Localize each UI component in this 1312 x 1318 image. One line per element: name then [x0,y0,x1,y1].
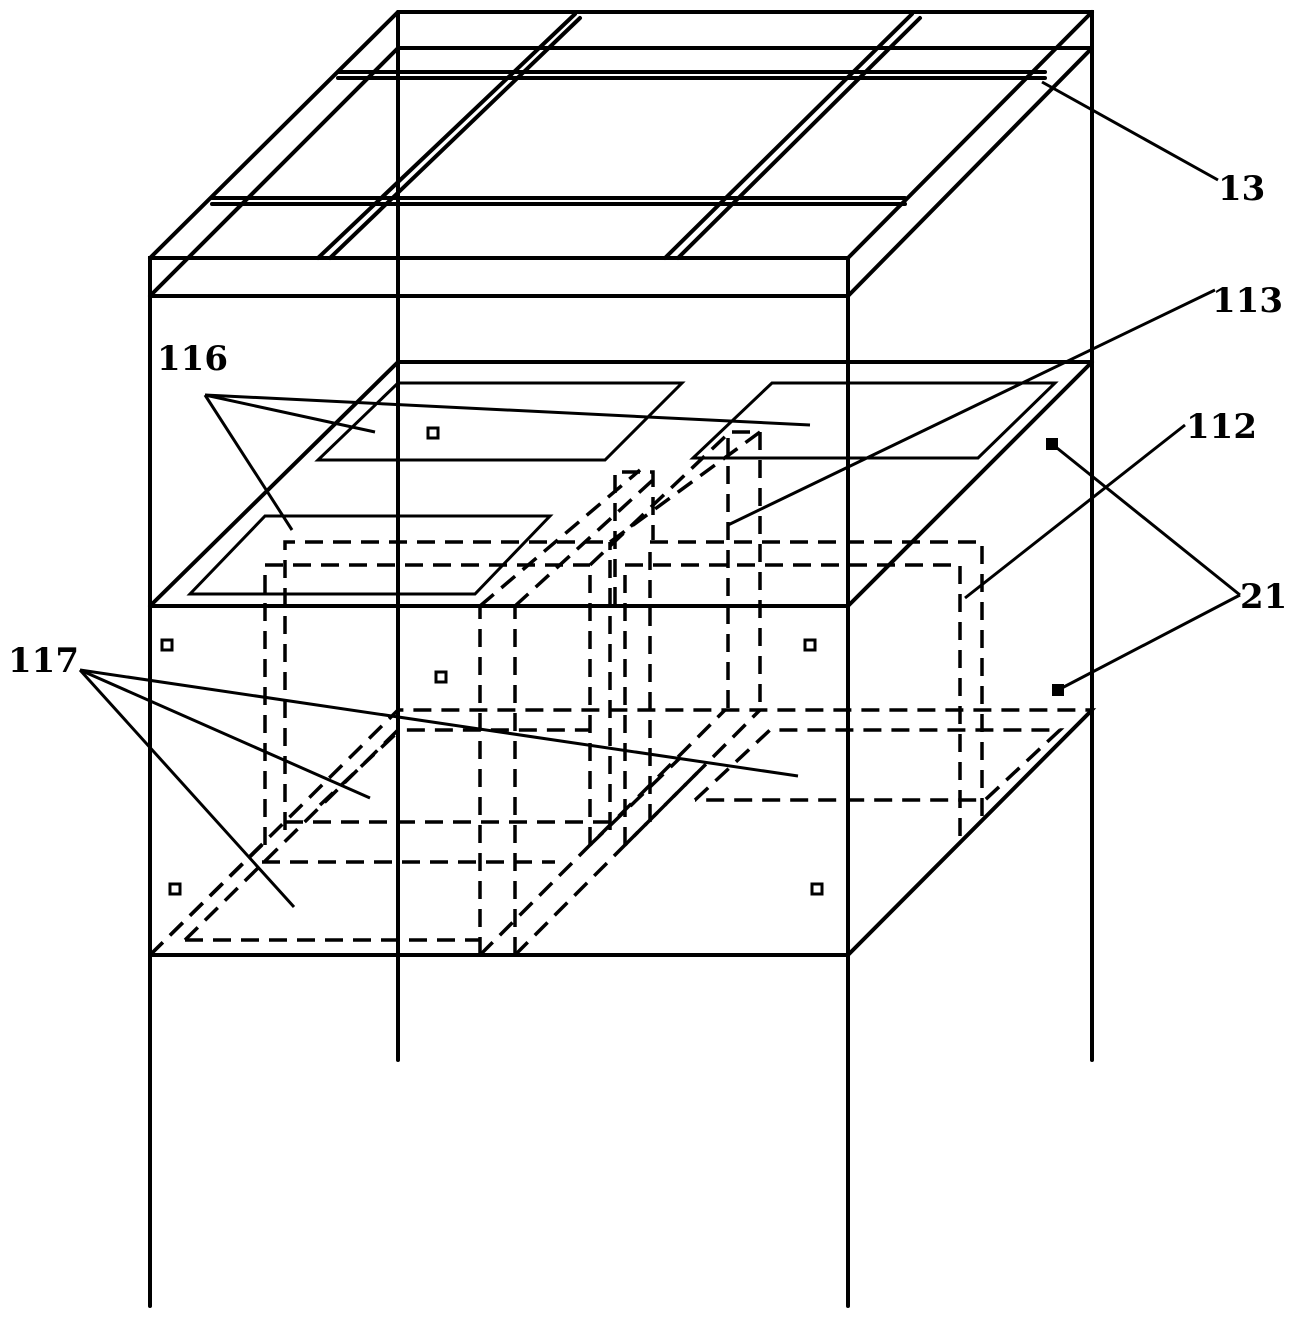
label-116: 116 [157,339,228,379]
label-112: 112 [1186,407,1257,447]
marker-square [803,638,817,652]
marker-square [426,426,440,440]
posts [148,10,1094,1308]
dashed-inner [148,430,1097,957]
middle-box [148,360,1094,957]
label-113: 113 [1212,281,1283,321]
marker-square [160,638,174,652]
labels: 13 113 116 112 21 117 [8,169,1287,681]
marker-square [168,882,182,896]
leader-lines [78,80,1241,909]
marker-square [810,882,824,896]
label-21: 21 [1240,577,1287,617]
marker-square [434,670,448,684]
label-117: 117 [8,641,79,681]
top-frame [148,10,1094,298]
label-13: 13 [1218,169,1265,209]
openings-116 [186,381,1059,596]
